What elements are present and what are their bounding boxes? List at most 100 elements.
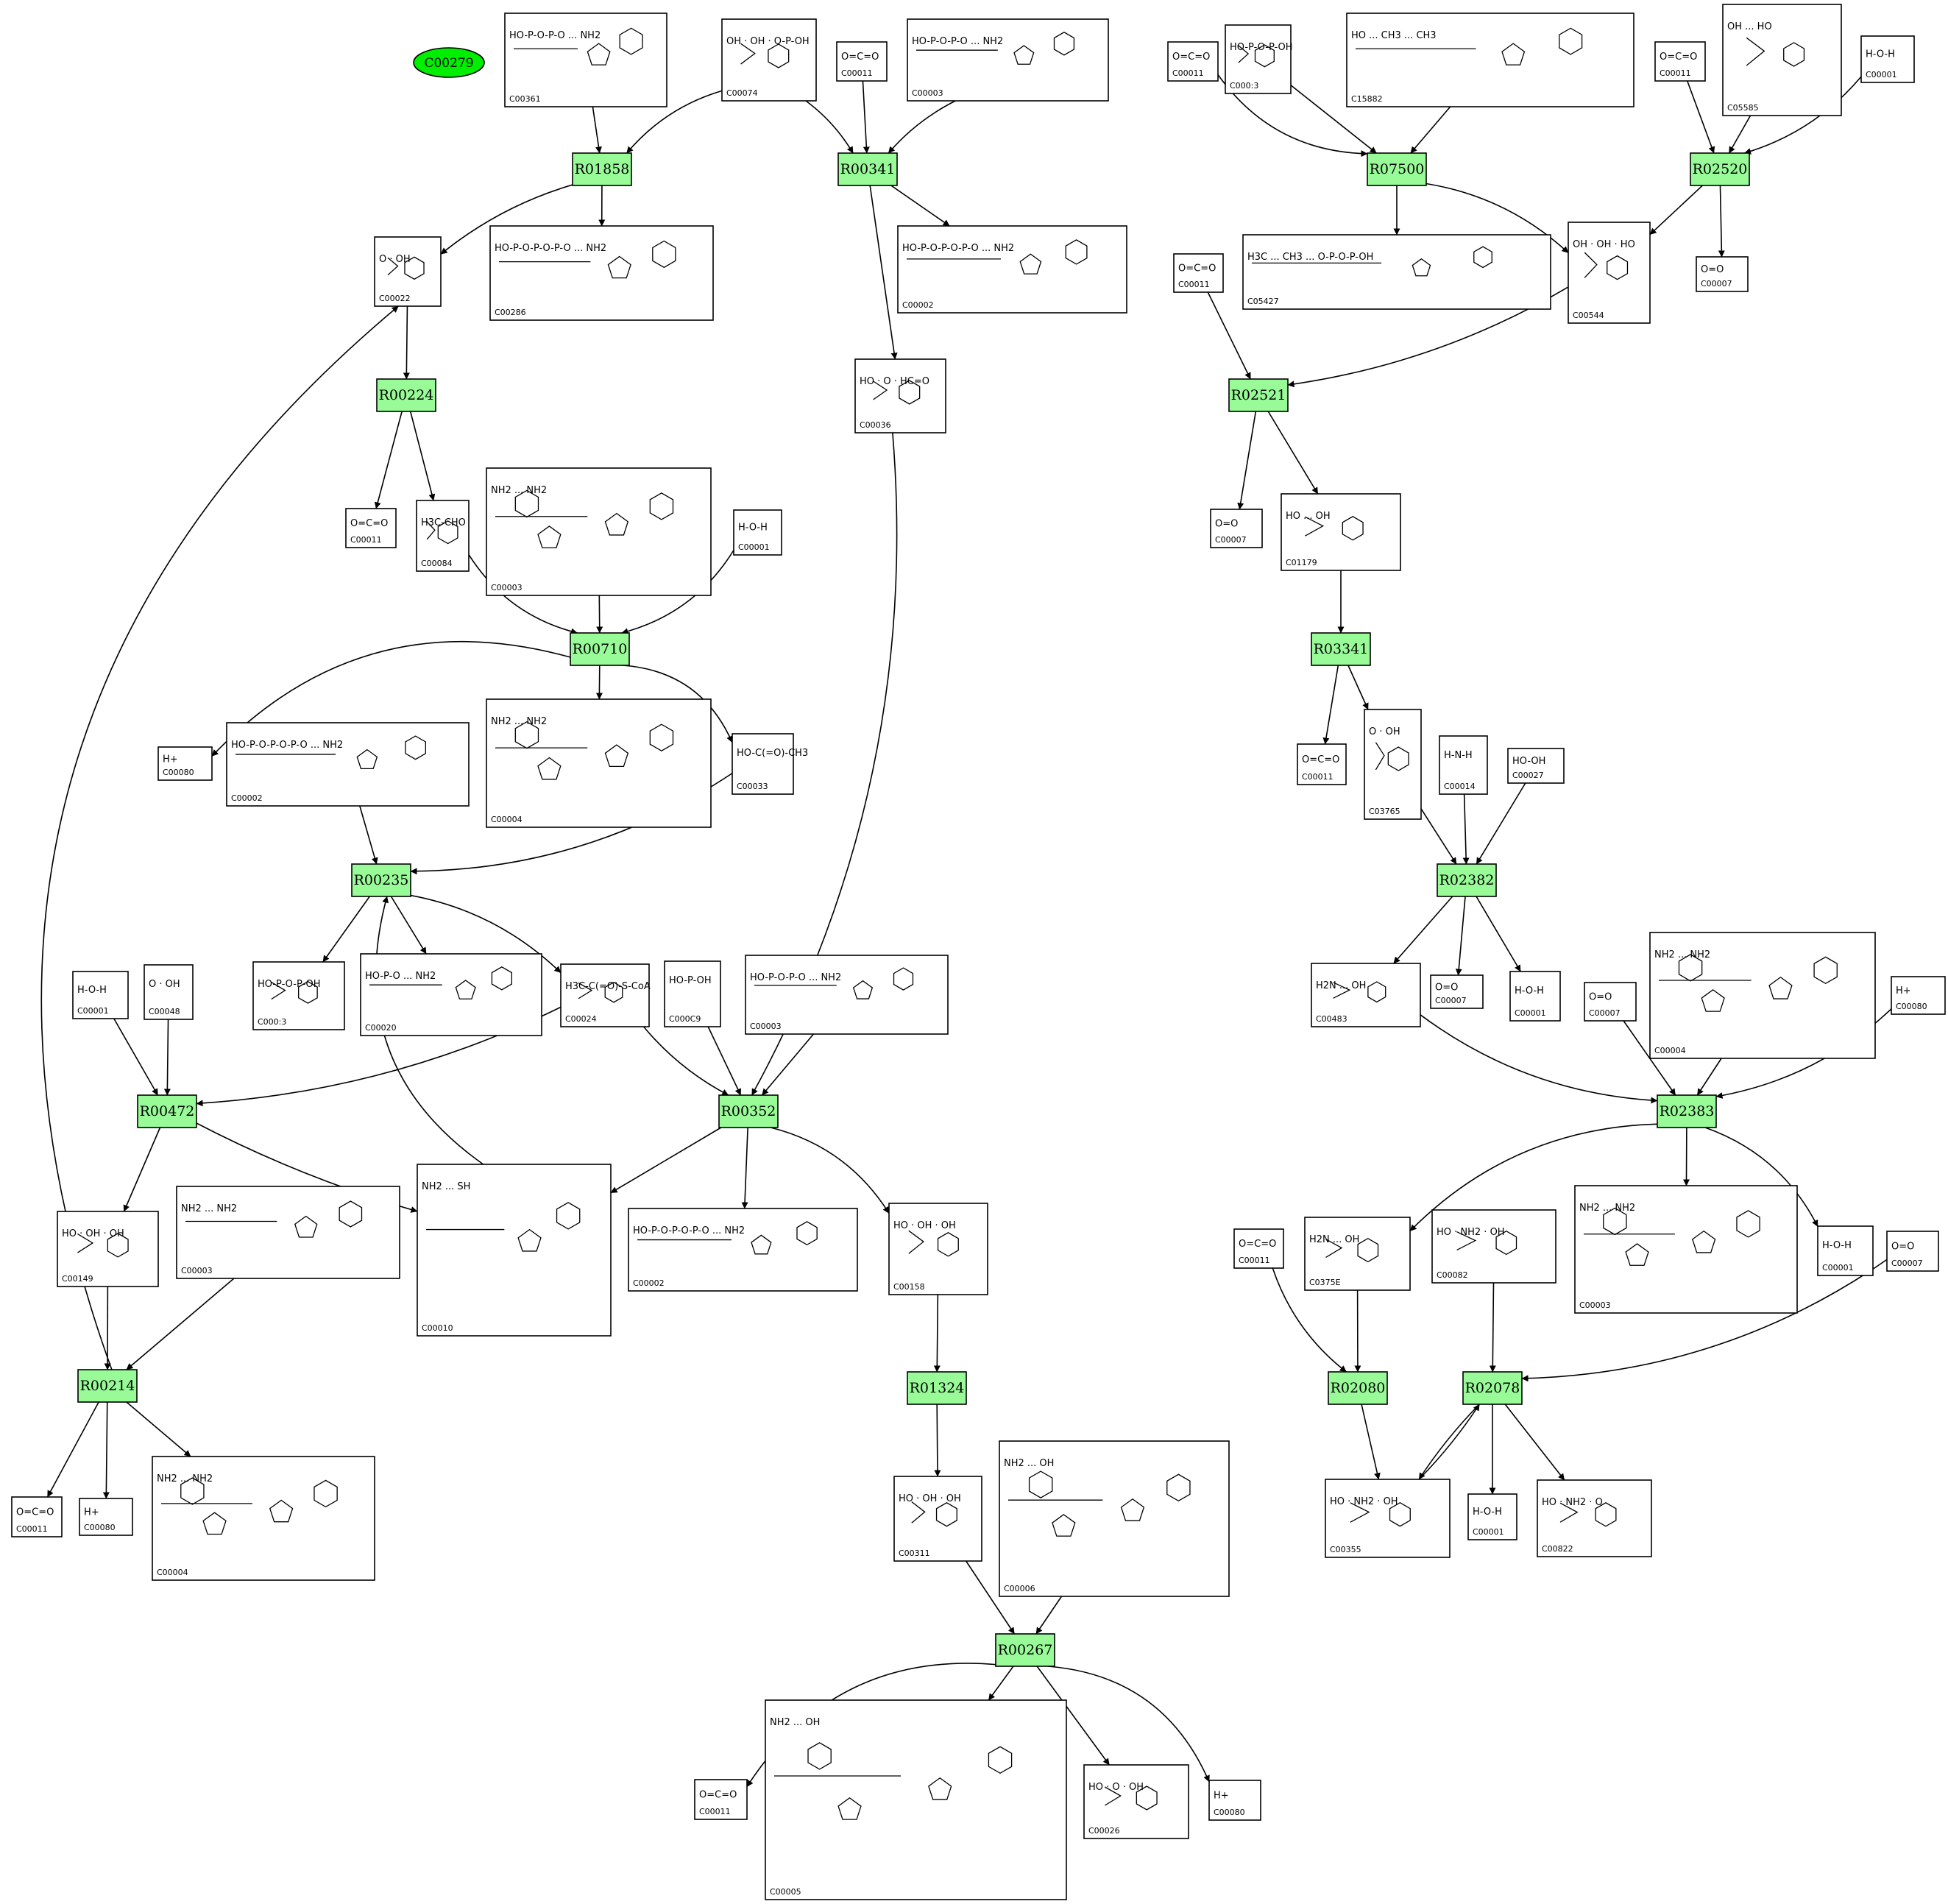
reaction-node[interactable]: R07500 <box>1367 152 1427 186</box>
reaction-node[interactable]: R02521 <box>1228 378 1289 412</box>
bond-glyph <box>908 1230 924 1254</box>
compound-node[interactable]: H+C00080 <box>79 1498 133 1536</box>
reaction-node[interactable]: R00224 <box>376 378 436 412</box>
structure-sketch <box>1559 1502 1617 1527</box>
reaction-box <box>1328 1371 1388 1405</box>
compound-box <box>1364 709 1422 820</box>
compound-id: C00010 <box>422 1323 453 1333</box>
reaction-node[interactable]: R00267 <box>995 1633 1055 1667</box>
reaction-node[interactable]: R00472 <box>137 1094 197 1128</box>
reaction-node[interactable]: R00710 <box>570 632 630 666</box>
start-compound-node[interactable]: C00279 <box>413 47 485 78</box>
reaction-node[interactable]: R02080 <box>1328 1371 1388 1405</box>
reaction-box <box>1437 863 1497 897</box>
reaction-node[interactable]: R01324 <box>907 1371 967 1405</box>
reaction-node[interactable]: R00352 <box>718 1094 779 1128</box>
reaction-node[interactable]: R00214 <box>77 1369 138 1403</box>
compound-id: C00011 <box>1660 68 1691 78</box>
reaction-node[interactable]: R00235 <box>351 863 411 897</box>
reaction-node[interactable]: R01858 <box>572 152 632 186</box>
pathway-edge <box>1410 106 1451 154</box>
compound-id: C0375E <box>1309 1278 1341 1287</box>
compound-node[interactable]: H+C00080 <box>1891 976 1946 1015</box>
reaction-node[interactable]: R02520 <box>1690 152 1750 186</box>
reaction-node[interactable]: R02383 <box>1657 1094 1717 1128</box>
structure-sketch <box>387 256 425 280</box>
compound-node[interactable]: H+C00080 <box>1208 1780 1261 1821</box>
compound-formula: O=C=O <box>1302 754 1339 765</box>
pathway-edge <box>102 1401 110 1499</box>
reaction-node[interactable]: R03341 <box>1311 632 1371 666</box>
bond-glyph <box>1325 1239 1343 1259</box>
reaction-node[interactable]: R00341 <box>837 152 898 186</box>
compound-node[interactable]: H+C00080 <box>157 746 213 781</box>
reaction-node[interactable]: R02382 <box>1437 863 1497 897</box>
reaction-node[interactable]: R02078 <box>1462 1371 1523 1405</box>
